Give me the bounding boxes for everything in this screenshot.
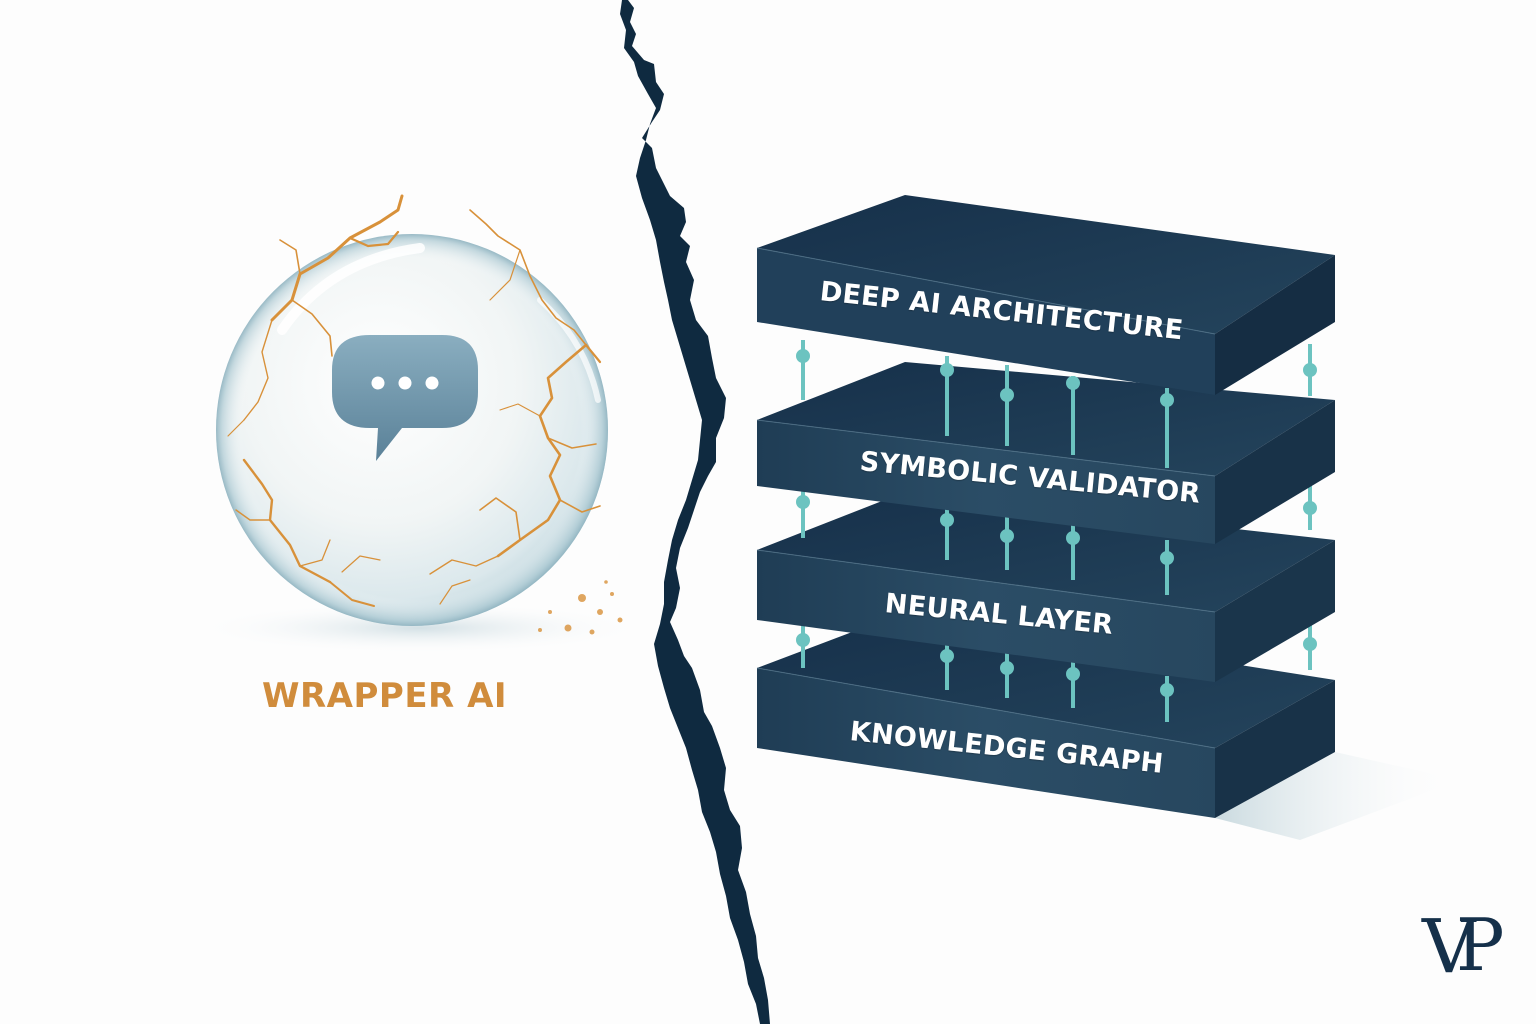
layer-slab-deep-ai-architecture: [756, 195, 1335, 395]
dot-icon: [398, 376, 412, 390]
wrapper-ai-sphere: [190, 194, 650, 654]
layer-slab-neural-layer: [756, 492, 1335, 682]
dust-specks: [538, 580, 623, 635]
dot-icon: [371, 376, 385, 390]
vp-logo: V P: [1420, 902, 1510, 992]
sphere-shadow: [190, 602, 650, 654]
chat-bubble-icon: [332, 335, 478, 461]
connector-pins: [796, 620, 1317, 722]
crack-divider: [620, 0, 770, 1024]
crack-lines: [227, 194, 602, 607]
stack-shadow: [1215, 752, 1460, 840]
logo-letter-v: V: [1422, 904, 1476, 990]
layer-slab-knowledge-graph: [756, 612, 1335, 818]
logo-letter-p: P: [1456, 903, 1505, 987]
connector-pins: [796, 340, 1317, 468]
wrapper-ai-label: WRAPPER AI: [262, 676, 508, 716]
dot-icon: [425, 376, 439, 390]
architecture-stack: [756, 195, 1460, 840]
connector-pins: [796, 480, 1317, 595]
